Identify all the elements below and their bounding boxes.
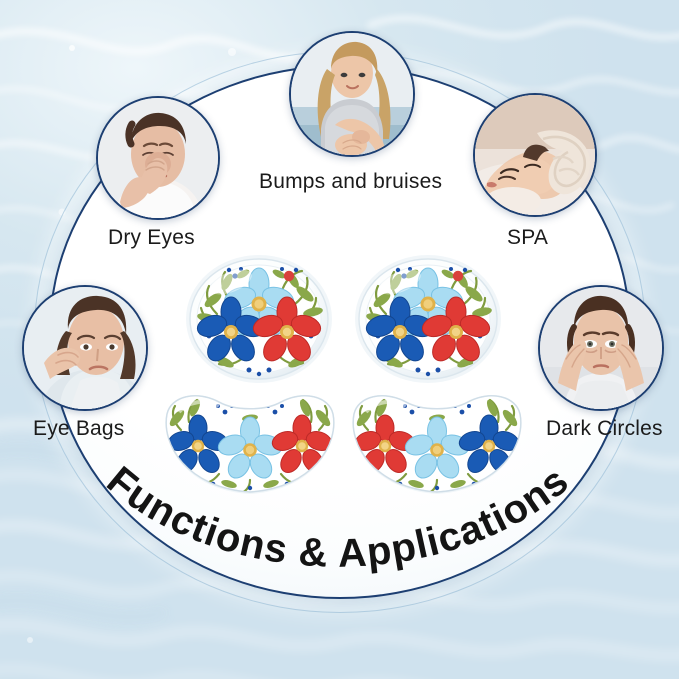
- label-dry-eyes: Dry Eyes: [108, 226, 195, 249]
- label-bumps-and-bruises: Bumps and bruises: [259, 170, 443, 193]
- photo-dark-circles: [540, 287, 662, 409]
- photo-spa: [475, 95, 595, 215]
- product-round-left: [183, 252, 335, 386]
- product-crescent-right: [344, 388, 530, 498]
- label-dark-circles: Dark Circles: [546, 417, 663, 440]
- label-spa: SPA: [507, 226, 549, 249]
- product-round-right: [352, 252, 504, 386]
- photo-eye-bags: [24, 287, 146, 409]
- bubble-dry-eyes[interactable]: [96, 96, 220, 220]
- bubble-dark-circles[interactable]: [538, 285, 664, 411]
- product-crescent-left: [157, 388, 343, 498]
- photo-bumps-and-bruises: [291, 33, 413, 155]
- bubble-bumps-and-bruises[interactable]: [289, 31, 415, 157]
- bubble-eye-bags[interactable]: [22, 285, 148, 411]
- bubble-spa[interactable]: [473, 93, 597, 217]
- label-eye-bags: Eye Bags: [33, 417, 125, 440]
- photo-dry-eyes: [98, 98, 218, 218]
